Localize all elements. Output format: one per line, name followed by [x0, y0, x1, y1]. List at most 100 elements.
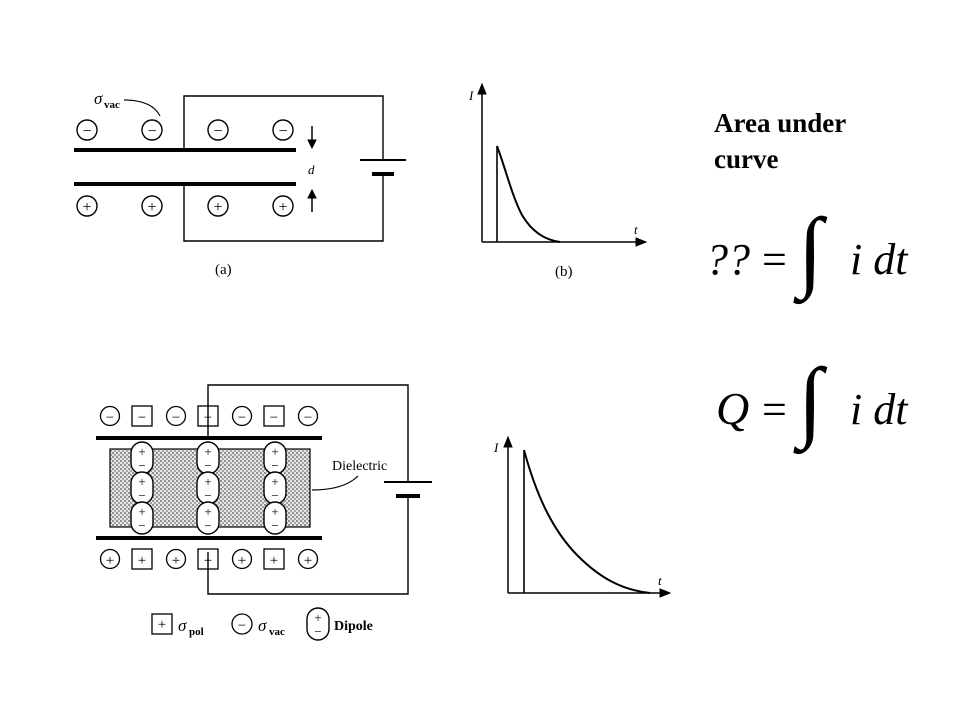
dipole-minus: −: [271, 488, 278, 503]
dipole-minus: −: [204, 488, 211, 503]
charge-pos: +: [82, 199, 91, 216]
equation-lhs: Q: [716, 383, 749, 434]
figure-c-dielectric-capacitor: − − − − − − −: [96, 384, 432, 641]
dipole-minus: −: [138, 458, 145, 473]
charge-pos: +: [106, 553, 114, 569]
legend-vac-sign: −: [238, 618, 246, 634]
legend-pol-sign: +: [158, 617, 166, 633]
charge-pos: +: [172, 553, 180, 569]
dipole-minus: −: [138, 488, 145, 503]
charge-neg: −: [106, 410, 114, 426]
dipole-grid: [130, 441, 287, 535]
decay-curve: [523, 449, 651, 594]
legend-pol-subscript: pol: [189, 626, 204, 638]
legend: + σ pol − σ vac + − Dipole: [151, 607, 373, 641]
equation-integrand: i dt: [850, 235, 909, 284]
bottom-charge-signs: + + + + + + +: [106, 553, 312, 569]
circuit-wire-bottom: [183, 174, 384, 242]
integral-sign: ∫: [793, 351, 828, 455]
dipole-minus: −: [204, 518, 211, 533]
charge-neg: −: [147, 123, 156, 140]
charge-pos: +: [147, 199, 156, 216]
charge-neg: −: [82, 123, 91, 140]
gap-d-label: d: [308, 162, 315, 177]
area-under-curve-heading: Area under curve: [714, 105, 934, 177]
dipole-plus: +: [271, 444, 278, 459]
dipole-minus: −: [271, 458, 278, 473]
circuit-wire-top: [207, 384, 409, 482]
dipole-plus: +: [204, 444, 211, 459]
dipole-plus: +: [271, 474, 278, 489]
charge-neg: −: [204, 410, 212, 426]
decay-curve: [496, 145, 561, 243]
legend-vac-subscript: vac: [269, 626, 285, 638]
legend-dipole-plus: +: [314, 610, 321, 625]
x-axis-label: t: [658, 573, 662, 588]
x-axis-label: t: [634, 222, 638, 237]
dipole-plus: +: [271, 504, 278, 519]
charge-neg: −: [213, 123, 222, 140]
charge-pos: +: [270, 553, 278, 569]
circuit-wire-bottom: [207, 496, 409, 595]
dielectric-label: Dielectric: [332, 459, 387, 474]
heading-line-1: Area under: [714, 108, 847, 138]
charge-neg: −: [304, 410, 312, 426]
top-charge-signs: − − − − − − −: [106, 410, 312, 426]
legend-dipole-shape: [306, 607, 330, 641]
charge-pos: +: [238, 553, 246, 569]
x-axis-arrow: [659, 588, 672, 598]
integral-sign: ∫: [793, 201, 828, 305]
caption-b: (b): [555, 264, 573, 280]
charge-neg: −: [138, 410, 146, 426]
bottom-charges-row: + + + +: [76, 195, 294, 217]
circuit-wire-top: [183, 95, 384, 160]
charge-neg: −: [278, 123, 287, 140]
charge-pos: +: [204, 553, 212, 569]
equation-unknown: ?? = ∫ i dt: [706, 201, 909, 305]
charge-neg: −: [172, 410, 180, 426]
charge-neg: −: [238, 410, 246, 426]
sigma-vac-subscript: vac: [104, 99, 120, 111]
legend-vac-symbol: σ: [258, 616, 267, 635]
equation-equals: =: [762, 235, 787, 284]
dipole-plus: +: [138, 474, 145, 489]
legend-dipole-label: Dipole: [334, 619, 373, 634]
legend-vac-circle: [231, 613, 253, 635]
dipole-plus: +: [138, 444, 145, 459]
dipole-plus: +: [138, 504, 145, 519]
dipole-minus: −: [271, 518, 278, 533]
legend-pol-box: [151, 613, 173, 635]
figure-b-current-decay: I t (b): [468, 82, 648, 280]
sigma-leader-line: [123, 99, 161, 117]
legend-dipole-minus: −: [314, 624, 321, 639]
y-axis-label: I: [493, 440, 499, 455]
y-axis-arrow: [477, 82, 487, 95]
gap-d-indicator: d: [307, 126, 317, 212]
heading-line-2: curve: [714, 144, 779, 174]
charge-pos: +: [138, 553, 146, 569]
equation-lhs: ??: [706, 235, 750, 284]
charge-pos: +: [213, 199, 222, 216]
dipole-minus: −: [204, 458, 211, 473]
dipole-plus: +: [204, 504, 211, 519]
x-axis-arrow: [635, 237, 648, 247]
dipole-plus: +: [204, 474, 211, 489]
caption-a: (a): [215, 262, 232, 278]
legend-pol-symbol: σ: [178, 616, 187, 635]
equation-equals: =: [762, 385, 787, 434]
charge-neg: −: [270, 410, 278, 426]
charge-pos: +: [304, 553, 312, 569]
y-axis-label: I: [468, 88, 474, 103]
charge-pos: +: [278, 199, 287, 216]
figure-d-current-decay-dielectric: I t: [493, 435, 672, 598]
equation-charge: Q = ∫ i dt: [716, 351, 909, 455]
y-axis-arrow: [503, 435, 513, 448]
dipole-signs: + − + − + − + − + − + − + − + − + −: [138, 444, 278, 533]
sigma-vac-symbol: σ: [94, 89, 103, 108]
equation-integrand: i dt: [850, 385, 909, 434]
top-charges-row: − − − −: [76, 119, 294, 141]
top-charges-row: [99, 405, 319, 427]
dipole-minus: −: [138, 518, 145, 533]
figure-a-vacuum-capacitor: σ vac − − − − +: [74, 89, 406, 278]
